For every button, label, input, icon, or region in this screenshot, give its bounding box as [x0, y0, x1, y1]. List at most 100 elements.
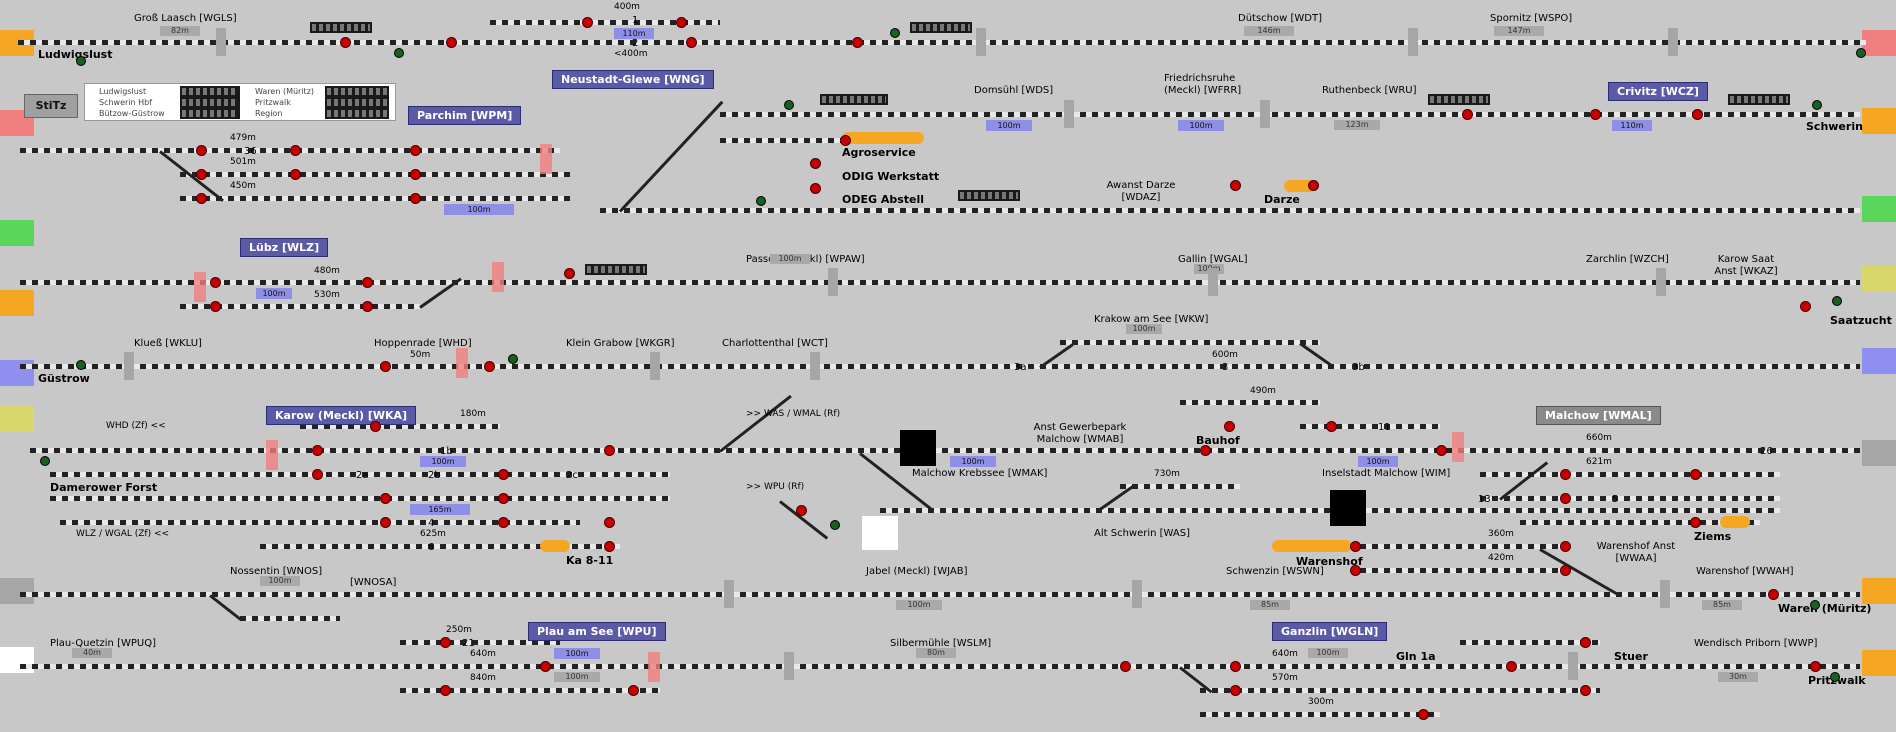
edge-marker-karow-west-2[interactable]: [0, 405, 34, 431]
signal[interactable]: [290, 145, 301, 156]
signal[interactable]: [810, 158, 821, 169]
track-ludwigslust-line[interactable]: [18, 40, 1866, 45]
signal[interactable]: [312, 445, 323, 456]
signal[interactable]: [362, 301, 373, 312]
edge-marker-plau-west[interactable]: [0, 647, 34, 673]
signal[interactable]: [582, 17, 593, 28]
track-alt-schwerin-2[interactable]: [1120, 484, 1240, 489]
signal-green[interactable]: [394, 48, 404, 58]
track-ganzlin-4[interactable]: [1200, 712, 1440, 717]
signal[interactable]: [484, 361, 495, 372]
signal[interactable]: [380, 493, 391, 504]
track-malchow-lower[interactable]: [1480, 496, 1780, 501]
track-karow-1[interactable]: [30, 448, 1860, 453]
signal[interactable]: [498, 517, 509, 528]
edge-marker-east-1[interactable]: [1862, 30, 1896, 56]
signal[interactable]: [1580, 637, 1591, 648]
signal-green[interactable]: [1830, 672, 1840, 682]
signal[interactable]: [564, 268, 575, 279]
signal[interactable]: [312, 469, 323, 480]
signal[interactable]: [1690, 469, 1701, 480]
station-box-parchim[interactable]: Parchim [WPM]: [408, 106, 522, 125]
signal[interactable]: [410, 193, 421, 204]
signal[interactable]: [604, 517, 615, 528]
track-karow-6[interactable]: [260, 544, 620, 549]
signal[interactable]: [498, 493, 509, 504]
edge-marker-guestrow[interactable]: [0, 290, 34, 316]
station-box-ganzlin[interactable]: Ganzlin [WGLN]: [1272, 622, 1388, 641]
edge-marker-east-4[interactable]: [1862, 266, 1896, 292]
edge-marker-east-7[interactable]: [1862, 578, 1896, 604]
track-karow-4[interactable]: [60, 520, 580, 525]
signal-green[interactable]: [1810, 600, 1820, 610]
signal[interactable]: [1120, 661, 1131, 672]
signal[interactable]: [1506, 661, 1517, 672]
signal[interactable]: [196, 145, 207, 156]
signal-green[interactable]: [784, 100, 794, 110]
signal[interactable]: [1326, 421, 1337, 432]
track-plau-main[interactable]: [20, 664, 1860, 669]
signal[interactable]: [370, 421, 381, 432]
signal[interactable]: [840, 135, 851, 146]
signal[interactable]: [340, 37, 351, 48]
signal[interactable]: [796, 505, 807, 516]
station-block-inselstadt[interactable]: [1330, 490, 1366, 526]
signal[interactable]: [210, 301, 221, 312]
signal[interactable]: [380, 517, 391, 528]
signal[interactable]: [604, 541, 615, 552]
signal[interactable]: [290, 169, 301, 180]
track-krakow-upper[interactable]: [1060, 340, 1320, 345]
signal-green[interactable]: [830, 520, 840, 530]
signal[interactable]: [1224, 421, 1235, 432]
track-neustadt-line-upper[interactable]: [490, 20, 720, 25]
edge-marker-east-6[interactable]: [1862, 440, 1896, 466]
signal[interactable]: [1308, 180, 1319, 191]
track-guestrow-line[interactable]: [20, 364, 1860, 369]
signal[interactable]: [1590, 109, 1601, 120]
signal[interactable]: [1462, 109, 1473, 120]
station-block-krebssee[interactable]: [900, 430, 936, 466]
signal[interactable]: [210, 277, 221, 288]
signal-green[interactable]: [1832, 296, 1842, 306]
track-ganzlin-2[interactable]: [1200, 688, 1440, 693]
signal[interactable]: [1768, 589, 1779, 600]
track-agro-siding[interactable]: [720, 138, 860, 143]
signal[interactable]: [1350, 541, 1361, 552]
signal[interactable]: [498, 469, 509, 480]
signal-green[interactable]: [40, 456, 50, 466]
signal-green[interactable]: [76, 56, 86, 66]
signal-green[interactable]: [76, 360, 86, 370]
track-stuer[interactable]: [1460, 640, 1600, 645]
signal[interactable]: [1230, 180, 1241, 191]
station-block-white[interactable]: [862, 516, 898, 550]
signal[interactable]: [1560, 469, 1571, 480]
track-warenshof-3[interactable]: [1360, 544, 1560, 549]
track-bauhof[interactable]: [1180, 400, 1320, 405]
station-box-malchow[interactable]: Malchow [WMAL]: [1536, 406, 1661, 425]
track-ganzlin-3a[interactable]: [1440, 688, 1600, 693]
signal[interactable]: [1800, 301, 1811, 312]
track-malchow-5[interactable]: [1520, 520, 1760, 525]
track-nossentin-2[interactable]: [240, 616, 340, 621]
edge-marker-east-8[interactable]: [1862, 650, 1896, 676]
track-odeg-line[interactable]: [600, 208, 1860, 213]
signal[interactable]: [1580, 685, 1591, 696]
signal[interactable]: [362, 277, 373, 288]
platform-ziems[interactable]: [1720, 516, 1750, 528]
signal[interactable]: [810, 183, 821, 194]
signal[interactable]: [1692, 109, 1703, 120]
track-malchow-upper[interactable]: [1480, 472, 1780, 477]
edge-marker-luebz-west[interactable]: [0, 220, 34, 246]
signal[interactable]: [380, 361, 391, 372]
edge-marker-east-5[interactable]: [1862, 348, 1896, 374]
signal[interactable]: [628, 685, 639, 696]
signal[interactable]: [410, 145, 421, 156]
track-luebz-2[interactable]: [180, 304, 420, 309]
edge-marker-east-2[interactable]: [1862, 108, 1896, 134]
signal[interactable]: [1230, 661, 1241, 672]
signal[interactable]: [1436, 445, 1447, 456]
edge-marker-east-3[interactable]: [1862, 196, 1896, 222]
stitz-button[interactable]: StiTz: [24, 94, 78, 118]
track-luebz-main[interactable]: [20, 280, 1860, 285]
track-parchim-2[interactable]: [180, 172, 570, 177]
